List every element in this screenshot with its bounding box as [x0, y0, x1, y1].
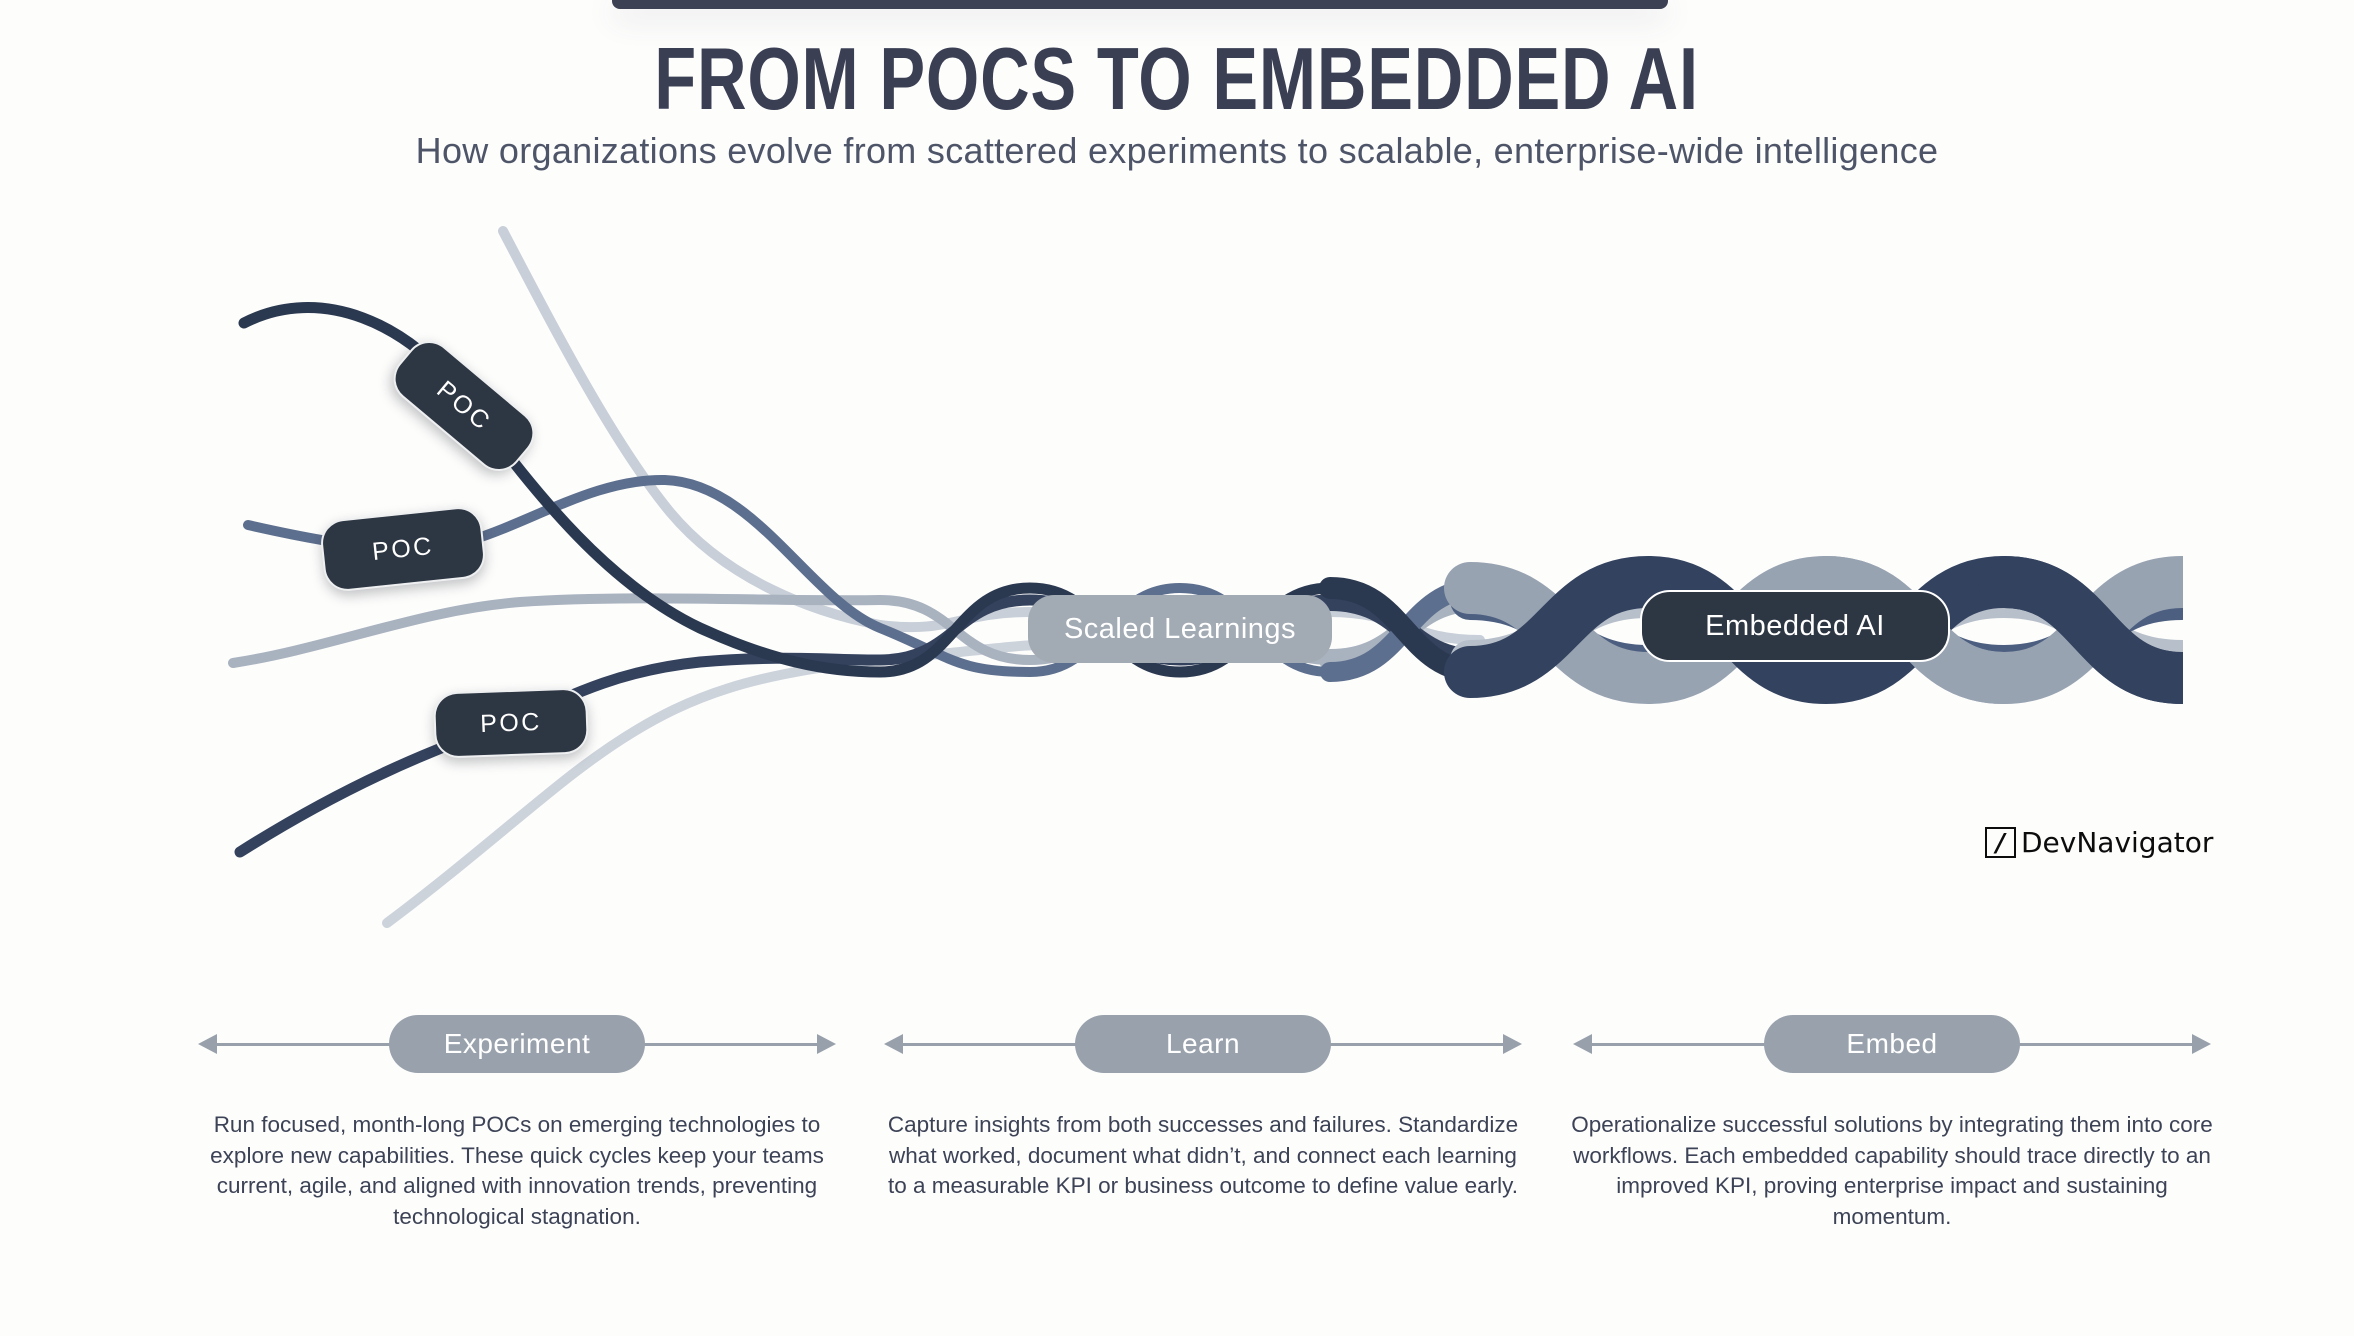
learn-arrow: Learn [873, 1008, 1533, 1080]
arrow-right-icon [817, 1034, 836, 1054]
arrow-right-icon [2192, 1034, 2211, 1054]
devnavigator-logo: / DevNavigator [1985, 825, 2213, 859]
arrow-left-icon [1573, 1034, 1592, 1054]
strand-light-bottom [382, 640, 1050, 928]
page-title: FROM POCS TO EMBEDDED AI [0, 28, 2354, 130]
embed-description: Operationalize successful solutions by i… [1571, 1112, 2213, 1229]
arrow-left-icon [198, 1034, 217, 1054]
embed-arrow: Embed [1562, 1008, 2222, 1080]
page-subtitle: How organizations evolve from scattered … [415, 130, 1939, 171]
poc-label-2-text: POC [370, 531, 436, 566]
phase-section-experiment: Experiment Run focused, month-long POCs … [187, 1008, 847, 1232]
logo-text: DevNavigator [2021, 825, 2214, 859]
embed-pill: Embed [1764, 1015, 2020, 1073]
experiment-pill: Experiment [389, 1015, 645, 1073]
logo-slash-glyph: / [1995, 827, 2006, 857]
phase-section-embed: Embed Operationalize successful solution… [1562, 1008, 2222, 1232]
phase-section-learn: Learn Capture insights from both success… [873, 1008, 1533, 1202]
ribbon-navy-over [1978, 556, 2208, 704]
embedded-ai-text: Embedded AI [1705, 609, 1885, 642]
learn-pill: Learn [1075, 1015, 1331, 1073]
scaled-learnings-label: Scaled Learnings [1028, 595, 1332, 663]
poc-label-3-text: POC [479, 707, 543, 738]
poc-label-3: POC [432, 687, 590, 759]
arrow-right-icon [1503, 1034, 1522, 1054]
arrow-left-icon [884, 1034, 903, 1054]
top-clipped-bar [612, 0, 1668, 9]
braid-edge-mask [2183, 380, 2354, 800]
page-title-text: FROM POCS TO EMBEDDED AI [654, 29, 1700, 128]
scaled-learnings-text: Scaled Learnings [1063, 612, 1297, 645]
poc-label-1-text: POC [431, 375, 497, 437]
experiment-description: Run focused, month-long POCs on emerging… [210, 1112, 824, 1229]
embedded-ai-label: Embedded AI [1640, 590, 1950, 662]
learn-description: Capture insights from both successes and… [887, 1112, 1519, 1198]
logo-slash-icon: / [1985, 826, 2016, 858]
experiment-arrow: Experiment [187, 1008, 847, 1080]
